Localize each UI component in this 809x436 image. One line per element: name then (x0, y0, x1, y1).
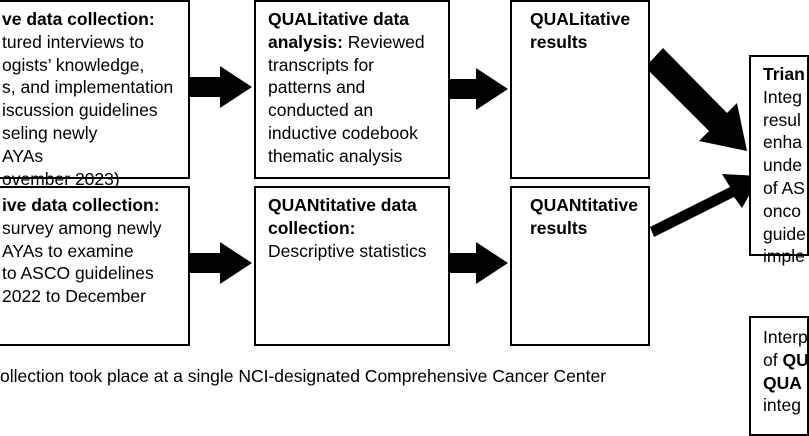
quant-data-collection-box: ive data collection: survey among newly … (0, 186, 190, 346)
interpretation-line: Interp (763, 327, 808, 347)
qual-collection-line: seling newly (2, 122, 98, 143)
triangulation-line: Integ (763, 86, 802, 107)
interpretation-line-bold: QU (782, 349, 809, 370)
qual-analysis-line-rest: Reviewed (342, 31, 425, 52)
qual-collection-heading: ve data collection: (2, 9, 155, 29)
triangulation-line: guide (763, 223, 806, 244)
arrow-quant-collection-to-analysis (190, 242, 252, 284)
quant-data-analysis-box: QUANtitative data collection: Descriptiv… (254, 186, 450, 346)
qual-collection-line: tured interviews to (2, 31, 145, 52)
qual-collection-line: ogists’ knowledge, (2, 54, 145, 75)
arrow-qual-analysis-to-results (450, 68, 508, 110)
qual-analysis-line: conducted an (268, 100, 374, 121)
qual-results-line: results (530, 31, 588, 52)
quant-collection-line: to ASCO guidelines (2, 263, 154, 284)
arrow-quant-results-to-triangulation (650, 174, 760, 237)
qual-collection-line: iscussion guidelines (2, 100, 158, 121)
qual-data-analysis-box: QUALitative data analysis: Reviewed tran… (254, 0, 450, 179)
arrow-qual-collection-to-analysis (190, 66, 252, 108)
quant-collection-heading: ive data collection: (2, 195, 160, 215)
interpretation-line-plain: of (763, 349, 783, 370)
qual-collection-line: AYAs (2, 145, 44, 166)
qual-analysis-line: inductive codebook (268, 122, 418, 143)
arrow-qual-results-to-triangulation (645, 48, 747, 151)
qual-analysis-line: analysis: Reviewed (268, 31, 448, 54)
triangulation-line: enha (763, 132, 802, 153)
qual-analysis-line: patterns and (268, 77, 366, 98)
footnote: ollection took place at a single NCI-des… (0, 366, 607, 386)
quant-collection-line: AYAs to examine (2, 240, 134, 261)
triangulation-line: resul (763, 109, 801, 130)
quant-results-line: QUANtitative (530, 195, 638, 215)
triangulation-box: Trian Integ resul enha unde of AS onco g… (749, 55, 809, 266)
arrow-quant-analysis-to-results (450, 242, 508, 284)
triangulation-line: unde (763, 155, 802, 176)
triangulation-line: of AS (763, 177, 805, 198)
qual-analysis-line: transcripts for (268, 54, 374, 75)
flow-arrows (190, 48, 760, 284)
quant-results-line: results (530, 217, 588, 238)
quant-collection-line: survey among newly (2, 217, 162, 238)
quant-results-box: QUANtitative results (510, 186, 650, 346)
qual-analysis-heading-2: analysis: (268, 31, 343, 52)
quant-analysis-heading: QUANtitative data (268, 195, 417, 215)
interpretation-line: of QU (763, 349, 809, 372)
qual-results-line: QUALitative (530, 9, 631, 29)
quant-analysis-line: Descriptive statistics (268, 240, 427, 261)
qual-collection-line: s, and implementation (2, 77, 174, 98)
qual-analysis-line: thematic analysis (268, 145, 403, 166)
qual-collection-line: ovember 2023) (2, 168, 120, 189)
interpretation-line: integ (763, 395, 801, 416)
qual-analysis-heading: QUALitative data (268, 9, 409, 29)
qual-data-collection-box: ve data collection: tured interviews to … (0, 0, 190, 189)
interpretation-line-bold: QUA (763, 372, 802, 393)
interpretation-box: Interp of QU QUA integ (749, 316, 809, 436)
triangulation-line: imple (763, 246, 805, 267)
triangulation-heading: Trian (763, 64, 805, 84)
quant-analysis-heading-2: collection: (268, 217, 356, 238)
triangulation-line: onco (763, 200, 801, 221)
quant-collection-line: 2022 to December (2, 286, 146, 307)
qual-results-box: QUALitative results (510, 0, 650, 179)
